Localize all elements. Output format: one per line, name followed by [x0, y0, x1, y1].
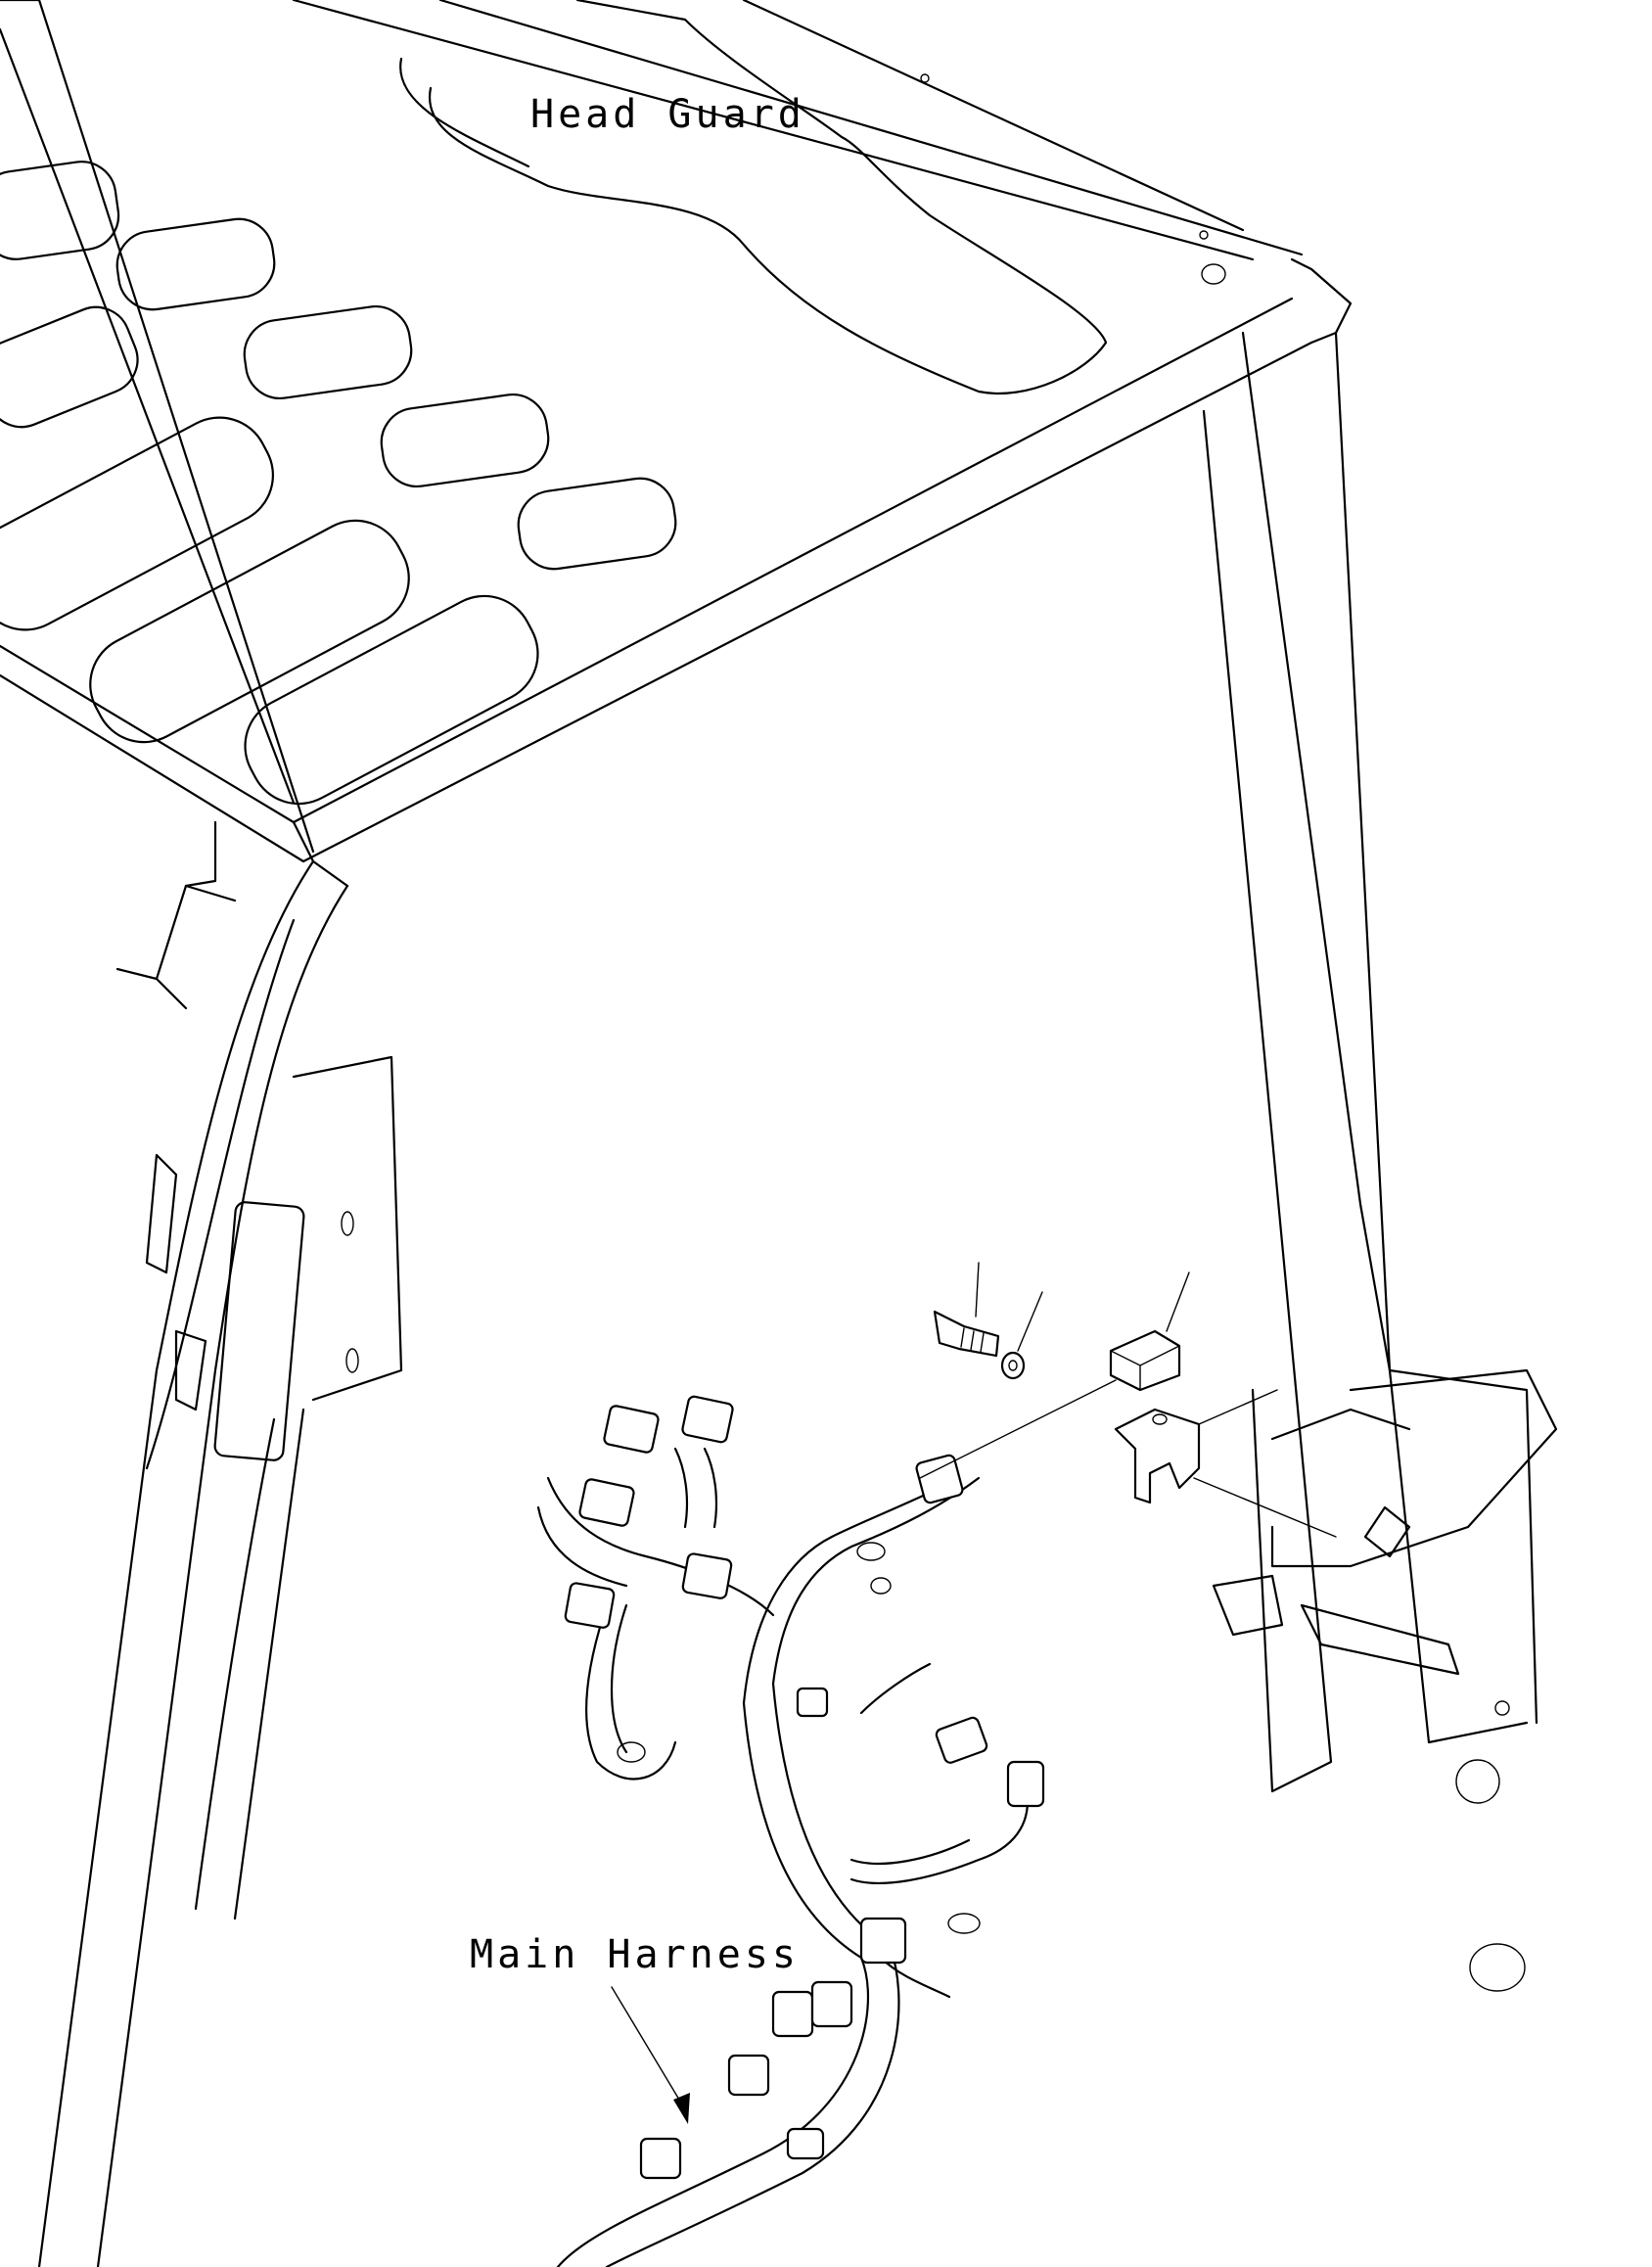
head-guard [0, 0, 1353, 1010]
head-guard-label: Head Guard [530, 92, 805, 137]
washer [1000, 1291, 1043, 1380]
mounting-bracket [1114, 1389, 1278, 1504]
assembly-lines [919, 1379, 1337, 1538]
right-pillar [1202, 331, 1558, 1992]
main-harness-leader-arrow [611, 1986, 690, 2124]
relay-unit [1109, 1272, 1190, 1392]
main-harness-drawing [536, 1395, 1045, 2267]
bolt [933, 1262, 1000, 1358]
left-pillar [37, 859, 403, 2267]
main-harness-label: Main Harness [470, 1932, 800, 1977]
